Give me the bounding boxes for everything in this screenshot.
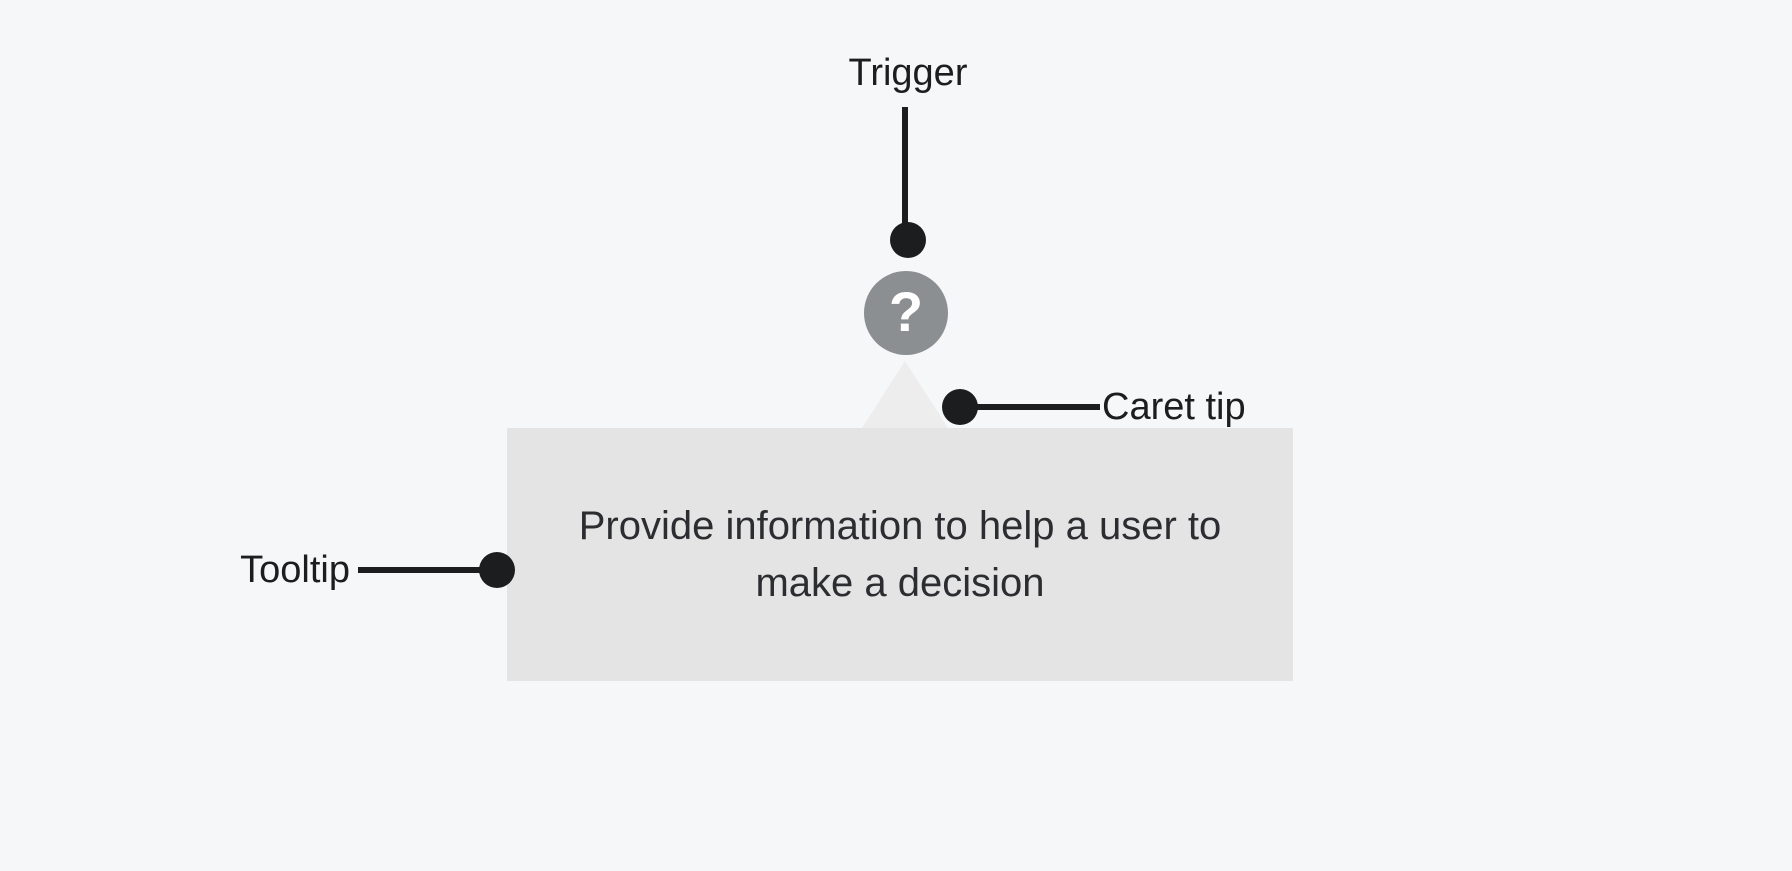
caret-tip-connector-dot <box>942 389 978 425</box>
caret-tip-connector-line <box>974 404 1100 410</box>
question-mark-trigger-icon[interactable]: ? <box>864 271 948 355</box>
tooltip-connector-dot <box>479 552 515 588</box>
trigger-connector-line <box>902 107 908 240</box>
tooltip-connector-line <box>358 567 482 573</box>
trigger-label: Trigger <box>848 52 968 94</box>
trigger-connector-dot <box>890 222 926 258</box>
tooltip-label: Tooltip <box>240 549 350 591</box>
tooltip-text-line-2: make a decision <box>755 560 1045 605</box>
tooltip-text-line-1: Provide information to help a user to <box>578 503 1222 548</box>
tooltip-bubble: Provide information to help a user to ma… <box>507 428 1293 681</box>
caret-tip-label: Caret tip <box>1102 386 1246 428</box>
tooltip-caret-tip <box>862 361 948 428</box>
question-mark-glyph: ? <box>888 280 924 343</box>
